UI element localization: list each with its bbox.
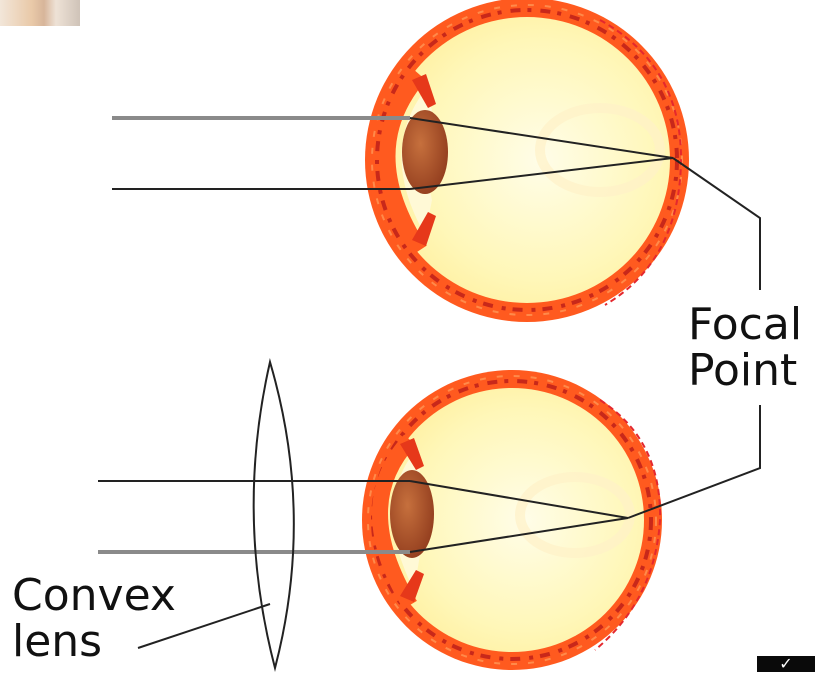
bottom-eye-lens <box>390 470 434 558</box>
bottom-eye-vitreous <box>380 388 644 652</box>
convex-lens-shape <box>252 358 295 672</box>
top-eye <box>112 0 689 322</box>
focal-point-callout-top <box>672 157 761 290</box>
top-ray-lower-refracted <box>409 157 674 190</box>
top-eye-iris-top <box>412 74 436 108</box>
top-eye-vitreous <box>384 17 670 303</box>
top-eye-normal-outline <box>599 19 682 306</box>
bottom-eye-iris-top <box>400 438 424 470</box>
focal-point-callout-bottom <box>627 405 761 519</box>
bottom-eye-iris-bottom <box>400 570 424 602</box>
bottom-eye-inner-highlight <box>515 472 635 558</box>
check-mark-icon: ✓ <box>757 656 815 672</box>
focal-point-label: Focal Point <box>688 302 802 394</box>
top-ray-upper-refracted <box>409 117 674 159</box>
bottom-eye-cornea <box>372 434 417 610</box>
convex-lens-label: Convex lens <box>12 573 176 665</box>
top-eye-cornea <box>379 69 427 255</box>
focal-point-label-line2: Point <box>688 345 798 396</box>
top-eye-inner-highlight <box>535 103 665 197</box>
convex-lens-label-line1: Convex <box>12 570 176 621</box>
top-eye-lens <box>402 110 448 194</box>
convex-lens-label-line2: lens <box>12 616 103 667</box>
corner-thumbnail-image <box>0 0 80 26</box>
top-eye-iris-bottom <box>412 212 436 246</box>
bottom-eye-normal-outline <box>594 399 662 651</box>
bottom-eye-vessel-ring-2 <box>367 375 657 665</box>
bottom-ray-lower-refracted <box>409 517 629 553</box>
bottom-eye-vessel-ring <box>371 379 653 661</box>
bottom-eye <box>98 370 662 670</box>
bottom-ray-upper-refracted <box>409 480 629 519</box>
top-eye-vessel-ring-2 <box>371 4 683 316</box>
focal-point-label-line1: Focal <box>688 299 803 350</box>
convex-lens-callout <box>137 603 271 649</box>
